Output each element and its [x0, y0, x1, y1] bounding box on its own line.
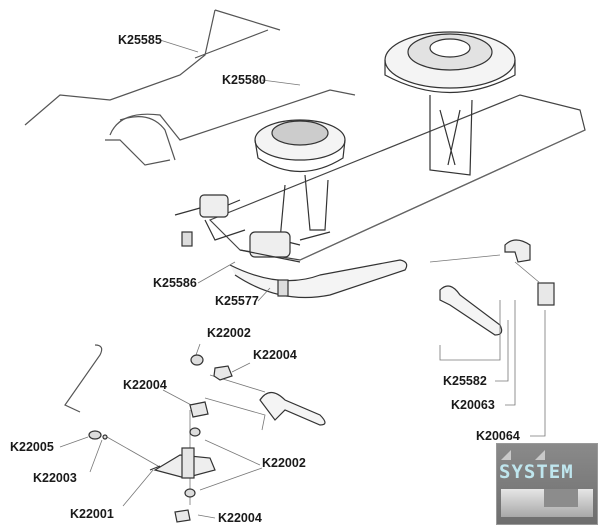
- nut-k22004-top: [213, 365, 233, 381]
- small-burner: [254, 119, 346, 246]
- label-k22004-bottom: K22004: [218, 511, 262, 525]
- lower-valve: [229, 231, 408, 299]
- label-k22002-bottom: K22002: [262, 456, 306, 470]
- olive-k22003: [102, 434, 108, 440]
- nut-k22005: [88, 430, 102, 440]
- hose-lower: [259, 391, 326, 426]
- logo-triangle: [535, 450, 545, 460]
- pipe-k25580: [105, 89, 356, 166]
- logo-triangle: [501, 450, 511, 460]
- label-k22004-top: K22004: [253, 348, 297, 362]
- tap-k22001: [149, 447, 216, 479]
- pipe-k22005: [64, 344, 103, 413]
- upper-valve: [174, 194, 246, 247]
- large-burner: [384, 31, 516, 176]
- label-k20064: K20064: [476, 429, 520, 443]
- olive-k22002-bottom: [184, 488, 196, 498]
- olive-k22002-top: [190, 354, 204, 366]
- label-k25586: K25586: [153, 276, 197, 290]
- nut-k22004-bottom: [174, 509, 191, 523]
- hose-k25582: [439, 285, 503, 336]
- label-k25582: K25582: [443, 374, 487, 388]
- nut-k22004-mid: [189, 401, 209, 418]
- olive-k22002-mid: [189, 427, 201, 437]
- label-k22001: K22001: [70, 507, 114, 521]
- system-logo: SYSTEM: [496, 443, 598, 525]
- pipe-k25585: [24, 9, 281, 126]
- label-k25580: K25580: [222, 73, 266, 87]
- label-k22002-top: K22002: [207, 326, 251, 340]
- label-k25585: K25585: [118, 33, 162, 47]
- label-k22004-mid: K22004: [123, 378, 167, 392]
- label-k20063: K20063: [451, 398, 495, 412]
- elbow-k20063: [504, 239, 531, 263]
- label-k22005: K22005: [10, 440, 54, 454]
- nipple-k20064: [537, 282, 555, 306]
- pipe-bend: [119, 116, 176, 161]
- label-k22003: K22003: [33, 471, 77, 485]
- logo-notch: [544, 489, 578, 507]
- logo-text: SYSTEM: [499, 461, 574, 483]
- label-k25577: K25577: [215, 294, 259, 308]
